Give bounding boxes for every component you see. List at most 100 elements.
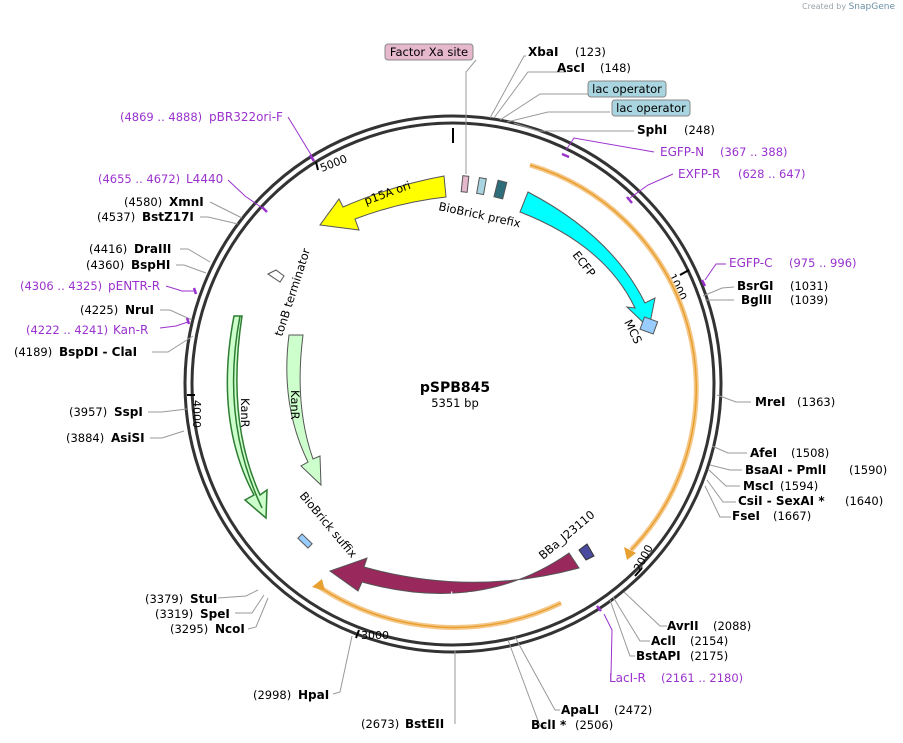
enzyme-bcli: BclI * [531, 718, 567, 732]
enzyme-sphi-pos: (248) [684, 123, 715, 137]
enzyme-xmni-pos: (4580) [124, 195, 162, 209]
laci-binding-arrowhead [312, 579, 325, 591]
feature-laci [328, 552, 580, 594]
enzyme-xbai: XbaI [528, 45, 558, 59]
primer-egfp-n: EGFP-N [660, 145, 704, 159]
primer-l4440-pos: (4655 .. 4672) [98, 172, 180, 186]
credit-prefix: Created by [802, 2, 847, 11]
enzyme-msci-pos: (1594) [780, 479, 818, 493]
tick-3000: 3000 [355, 629, 389, 642]
enzyme-nrui-pos: (4225) [80, 303, 118, 317]
enzyme-bstapi: BstAPI [636, 649, 681, 663]
enzyme-asci-pos: (148) [600, 61, 631, 75]
enzyme-apali: ApaLI [561, 703, 599, 717]
egfp-binding-arc-core [529, 164, 698, 551]
boxed-label-lac-operator-1: lac operator [587, 80, 667, 98]
feature-lac-operator-2 [493, 179, 508, 200]
feature-label-kanr-outer: KanR [238, 398, 252, 428]
leader-lines [148, 55, 751, 727]
tick-label-4000: 4000 [190, 400, 203, 428]
enzyme-hpai-pos: (2998) [253, 688, 291, 702]
enzyme-fsei: FseI [732, 509, 760, 523]
enzyme-stui-pos: (3379) [145, 592, 183, 606]
feature-label-mcs: MCS [621, 317, 645, 346]
tick-5000: 5000 [315, 152, 349, 175]
primer-leader-lines [159, 116, 726, 676]
enzyme-bspdi-clai-pos: (4189) [14, 345, 52, 359]
feature-label-biobrick-suffix: BioBrick suffix [297, 489, 360, 561]
enzyme-bsaai-pmli-pos: (1590) [849, 463, 887, 477]
enzyme-mrei: MreI [755, 395, 785, 409]
feature-kanr-inner [286, 334, 322, 487]
feature-label-tonb-terminator: tonB terminator [272, 246, 314, 338]
enzyme-sphi: SphI [637, 123, 667, 137]
feature-factor-xa [460, 175, 470, 193]
plasmid-length: 5351 bp [431, 396, 479, 410]
enzyme-bsphi-pos: (4360) [86, 258, 124, 272]
enzyme-bsphi: BspHI [131, 258, 170, 272]
feature-biobrick-suffix [297, 533, 313, 549]
enzyme-bstz17i-pos: (4537) [97, 210, 135, 224]
feature-ecfp [519, 191, 656, 329]
enzyme-avrii-pos: (2088) [713, 619, 751, 633]
enzyme-xbai-pos: (123) [575, 45, 606, 59]
enzyme-ncoi: NcoI [215, 622, 245, 636]
enzyme-ncoi-pos: (3295) [170, 622, 208, 636]
enzyme-sspi: SspI [114, 405, 143, 419]
feature-label-biobrick-prefix: BioBrick prefix [437, 199, 522, 230]
tick-4000: 4000 [187, 394, 203, 428]
enzyme-bglii-pos: (1039) [790, 293, 828, 307]
enzyme-asisi-pos: (3884) [66, 431, 104, 445]
enzyme-nrui: NruI [125, 303, 154, 317]
enzyme-msci: MscI [743, 479, 774, 493]
primer-laci-r-pos: (2161 .. 2180) [661, 671, 743, 685]
plasmid-name: pSPB845 [420, 380, 490, 396]
enzyme-avrii: AvrII [667, 619, 699, 633]
backbone-outer-ring [183, 114, 723, 654]
snapgene-brand: SnapGene [848, 2, 895, 12]
primer-kan-r: Kan-R [113, 323, 148, 337]
primer-pbr322ori-f-pos: (4869 .. 4888) [120, 110, 202, 124]
enzyme-bglii: BglII [741, 293, 772, 307]
kanr-selection-line [232, 315, 263, 509]
enzyme-spei-pos: (3319) [155, 607, 193, 621]
egfp-binding-arrowhead [624, 547, 636, 560]
enzyme-bsaai-pmli: BsaAI - PmlI [745, 463, 826, 477]
feature-lac-operator-1 [476, 177, 487, 196]
svg-text:lac operator: lac operator [616, 101, 686, 115]
enzyme-bsteii: BstEII [405, 717, 444, 731]
laci-binding-arc-core [317, 585, 562, 629]
enzyme-draiii: DraIII [134, 242, 171, 256]
enzyme-bspdi-clai: BspDI - ClaI [59, 345, 137, 359]
boxed-label-factor-xa: Factor Xa site [384, 43, 474, 61]
enzyme-acli: AclI [651, 634, 676, 648]
enzyme-afei: AfeI [750, 446, 777, 460]
enzyme-acli-pos: (2154) [690, 634, 728, 648]
enzyme-sspi-pos: (3957) [69, 405, 107, 419]
enzyme-bsrgi-pos: (1031) [790, 279, 828, 293]
primer-kan-r-pos: (4222 .. 4241) [26, 323, 108, 337]
enzyme-spei: SpeI [200, 607, 230, 621]
primer-egfp-c: EGFP-C [729, 256, 772, 270]
snapgene-credit: Created by SnapGene [802, 2, 895, 12]
svg-text:Factor Xa site: Factor Xa site [390, 45, 468, 59]
enzyme-hpai: HpaI [298, 688, 329, 702]
primer-marks [185, 152, 707, 612]
enzyme-bsrgi: BsrGI [737, 279, 774, 293]
enzyme-bsteii-pos: (2673) [361, 717, 399, 731]
svg-text:lac operator: lac operator [592, 82, 662, 96]
primer-egfp-n-pos: (367 .. 388) [720, 145, 788, 159]
enzyme-fsei-pos: (1667) [773, 509, 811, 523]
primer-pentr-r-pos: (4306 .. 4325) [20, 279, 102, 293]
primer-egfp-c-pos: (975 .. 996) [789, 256, 857, 270]
enzyme-draiii-pos: (4416) [89, 242, 127, 256]
primer-exfp-r: EXFP-R [678, 167, 720, 181]
primer-pbr322ori-f: pBR322ori-F [209, 110, 283, 124]
feature-label-kanr-inner: KanR [288, 390, 302, 420]
enzyme-mrei-pos: (1363) [797, 395, 835, 409]
enzyme-afei-pos: (1508) [791, 446, 829, 460]
enzyme-bcli-pos: (2506) [575, 718, 613, 732]
tick-label-3000: 3000 [361, 629, 389, 642]
enzyme-xmni: XmnI [169, 195, 204, 209]
